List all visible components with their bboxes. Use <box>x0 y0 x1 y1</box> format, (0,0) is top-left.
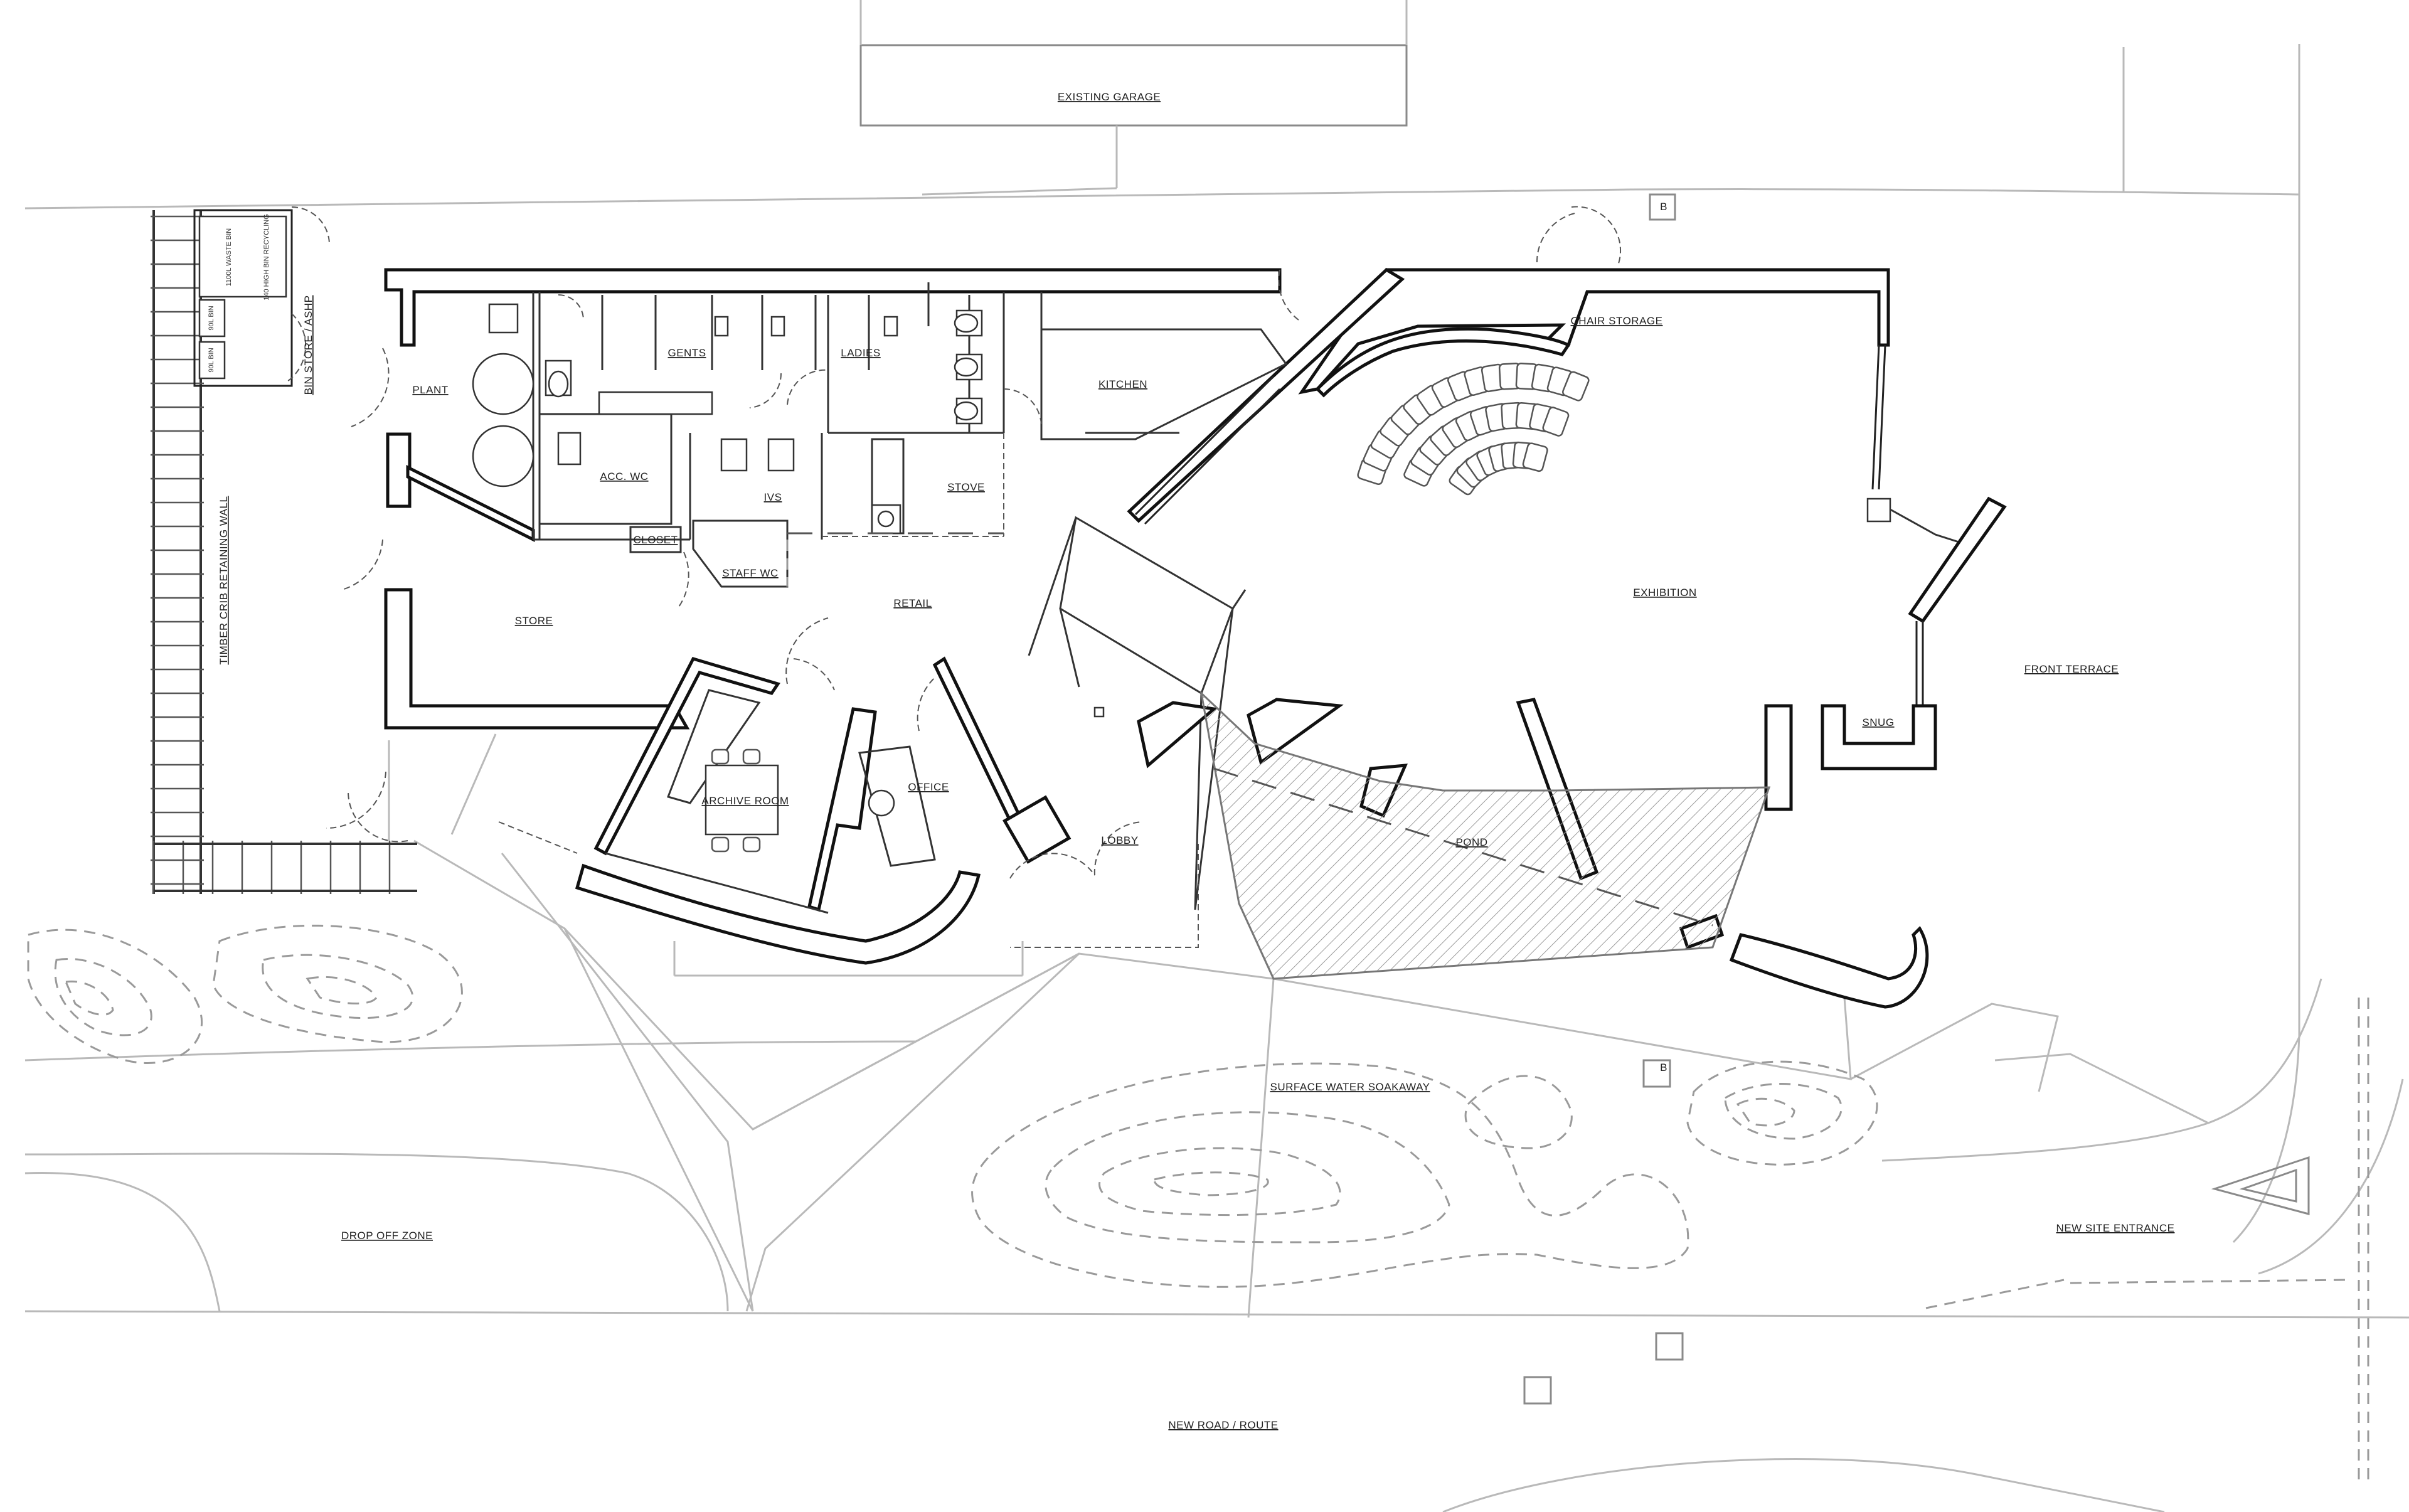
label-bin-waste: 1100L WASTE BIN <box>225 228 233 287</box>
label-closet: CLOSET <box>633 534 678 546</box>
label-kitchen: KITCHEN <box>1098 378 1147 390</box>
label-stove: STOVE <box>947 481 985 493</box>
exhibition-seating <box>1357 363 1590 496</box>
label-existing-garage: EXISTING GARAGE <box>1058 91 1161 103</box>
label-bin-90l-a: 90L BIN <box>208 306 215 330</box>
label-office: OFFICE <box>908 781 949 793</box>
labels: EXISTING GARAGE PLANT GENTS LADIES KITCH… <box>208 91 2174 1431</box>
label-retail: RETAIL <box>893 597 932 609</box>
label-bin-90l-b: 90L BIN <box>208 348 215 372</box>
exhibition-chair <box>1542 407 1570 437</box>
label-drop-off-zone: DROP OFF ZONE <box>341 1230 433 1242</box>
label-plant: PLANT <box>412 384 448 396</box>
exhibition-chair <box>1522 442 1548 472</box>
label-chair-storage: CHAIR STORAGE <box>1571 315 1663 327</box>
timber-crib-retaining-wall <box>151 210 417 894</box>
label-snug: SNUG <box>1862 716 1894 728</box>
label-pond: POND <box>1455 836 1487 848</box>
label-ladies: LADIES <box>841 347 880 359</box>
label-ivs: IVS <box>764 491 782 503</box>
label-gents: GENTS <box>667 347 706 359</box>
label-staff-wc: STAFF WC <box>722 567 779 579</box>
landscape-contours <box>27 924 1878 1288</box>
label-front-terrace: FRONT TERRACE <box>2024 663 2119 675</box>
label-surface-water-soakaway: SURFACE WATER SOAKAWAY <box>1270 1081 1430 1093</box>
label-store: STORE <box>515 615 553 627</box>
section-marker-bottom: B <box>1660 1062 1667 1073</box>
label-new-road-route: NEW ROAD / ROUTE <box>1168 1419 1278 1431</box>
label-acc-wc: ACC. WC <box>600 471 648 482</box>
label-new-site-entrance: NEW SITE ENTRANCE <box>2056 1222 2175 1234</box>
wc-cubicles <box>601 282 1005 434</box>
parking-dashes <box>1925 998 2369 1487</box>
label-lobby: LOBBY <box>1101 834 1138 846</box>
exhibition-chair <box>1562 371 1590 402</box>
label-bin-recycle: 140 HIGH BIN RECYCLING <box>263 214 270 301</box>
section-marker-top: B <box>1660 201 1667 213</box>
label-timber-crib-retaining-wall: TIMBER CRIB RETAINING WALL <box>218 496 230 665</box>
door-swings <box>326 206 1622 879</box>
label-bin-store-ashp: BIN STORE / ASHP <box>302 295 314 395</box>
archive-chairs <box>711 748 761 853</box>
existing-garage <box>859 44 1408 127</box>
entrance-arrow <box>2211 1156 2310 1215</box>
label-exhibition: EXHIBITION <box>1633 587 1696 599</box>
label-archive-room: ARCHIVE ROOM <box>701 795 789 807</box>
pond[interactable] <box>1199 690 1771 980</box>
bin-store <box>193 206 330 387</box>
building <box>326 206 2007 1009</box>
